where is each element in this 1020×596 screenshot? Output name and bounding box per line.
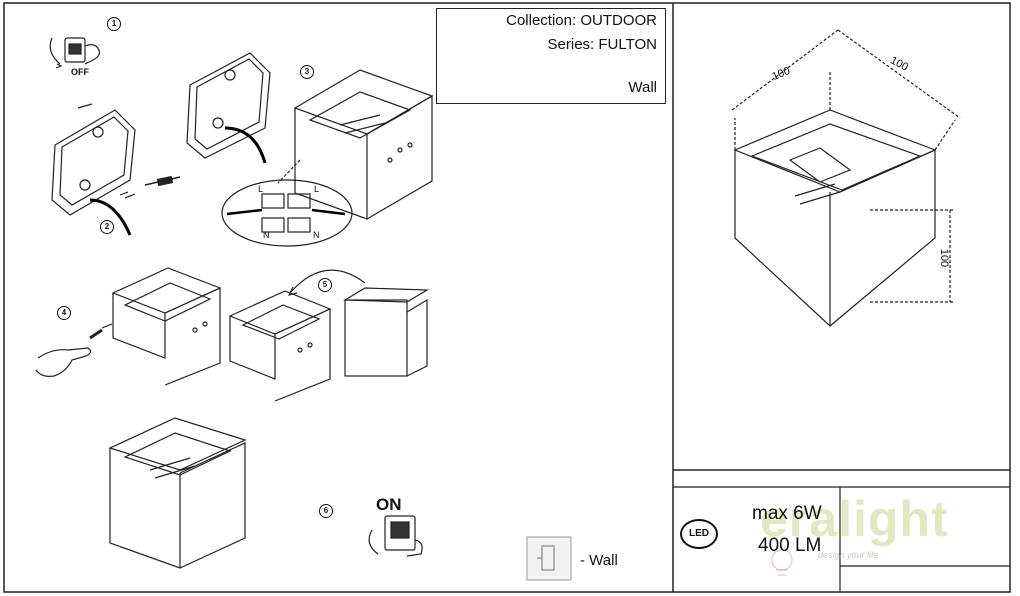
fixture-step-5 <box>228 269 366 402</box>
switch-on-label: ON <box>376 495 402 514</box>
wire-live-label-right: L <box>314 184 320 194</box>
mounting-plate-2 <box>51 103 181 236</box>
step-number-4: 4 <box>57 306 71 320</box>
step-number-5: 5 <box>318 278 332 292</box>
lumen-rating: 400 LM <box>758 535 822 556</box>
wall-mount-icon <box>526 536 572 581</box>
collection-label: Collection: OUTDOOR <box>506 12 657 29</box>
wall-mount-legend: - Wall <box>580 552 618 569</box>
switch-off-illustration <box>49 37 100 69</box>
mounting-plate-3 <box>186 52 271 164</box>
cube-dimension-drawing <box>731 29 961 328</box>
step-number-3: 3 <box>300 65 314 79</box>
step-number-6: 6 <box>319 504 333 518</box>
step-number-2: 2 <box>100 220 114 234</box>
wiring-detail <box>221 159 353 247</box>
fixture-step-3 <box>293 69 434 220</box>
led-badge: LED <box>680 519 718 549</box>
hand-screwdriver <box>35 323 113 377</box>
wire-live-label-left: L <box>258 184 264 194</box>
step-number-1: 1 <box>107 17 121 31</box>
wire-neutral-label-right: N <box>313 230 320 240</box>
power-rating: max 6W <box>752 503 822 524</box>
cover-step-5 <box>342 287 430 377</box>
switch-on-illustration <box>368 515 423 557</box>
watermark-bulb <box>771 549 793 576</box>
watermark-tagline: design your life <box>818 550 879 560</box>
mounting-label: Wall <box>628 79 657 96</box>
sheet-frame <box>3 2 1011 593</box>
fixture-step-4 <box>111 267 222 386</box>
series-label: Series: FULTON <box>547 36 657 53</box>
fixture-step-6 <box>108 417 247 569</box>
watermark-brand: eralight <box>760 491 949 547</box>
dimension-height: 100 <box>938 248 951 268</box>
switch-off-label: OFF <box>71 67 89 77</box>
wire-neutral-label-left: N <box>263 230 270 240</box>
title-block: Collection: OUTDOOR Series: FULTON Wall <box>436 8 666 104</box>
